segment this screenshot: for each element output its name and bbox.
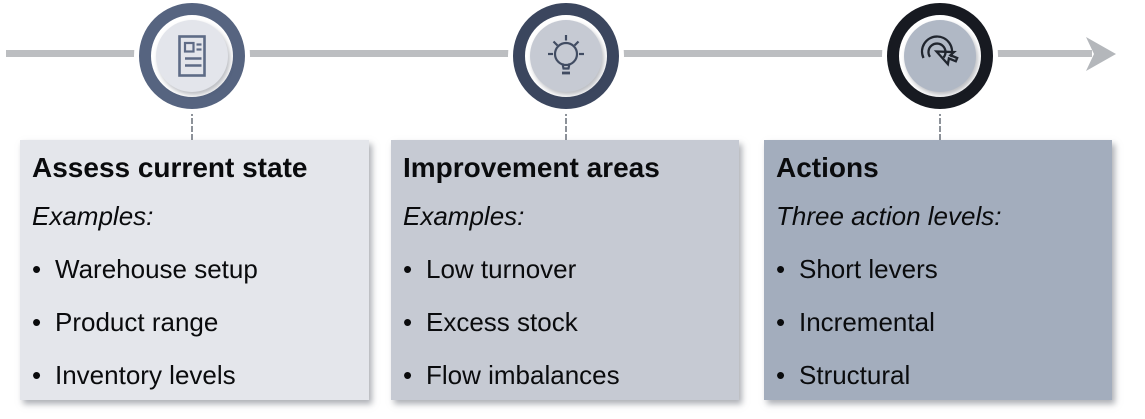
step3-subtitle: Three action levels: — [776, 201, 1002, 231]
step2-subtitle: Examples: — [403, 201, 525, 231]
list-item: • Warehouse setup — [32, 252, 357, 286]
step2-title: Improvement areas — [403, 152, 660, 183]
bullet-dot: • — [776, 254, 786, 284]
list-item: • Flow imbalances — [403, 358, 727, 392]
step3-connector — [939, 110, 941, 140]
list-item: • Structural — [776, 358, 1100, 392]
bullet-text: Low turnover — [426, 254, 577, 284]
bullet-text: Warehouse setup — [55, 254, 258, 284]
list-item: • Excess stock — [403, 305, 727, 339]
step2-card: Improvement areas Examples: • Low turnov… — [391, 140, 739, 400]
list-item: • Product range — [32, 305, 357, 339]
bullet-dot: • — [776, 307, 786, 337]
step3-node-inner — [904, 20, 976, 92]
bullet-text: Inventory levels — [55, 360, 236, 390]
step2-node-inner — [530, 20, 602, 92]
step1-subtitle: Examples: — [32, 201, 154, 231]
bullet-text: Short levers — [799, 254, 938, 284]
list-item: • Inventory levels — [32, 358, 357, 392]
document-report-icon — [178, 35, 206, 77]
bullet-dot: • — [403, 307, 413, 337]
bullet-dot: • — [403, 254, 413, 284]
bullet-text: Product range — [55, 307, 219, 337]
list-item: • Short levers — [776, 252, 1100, 286]
bullet-dot: • — [32, 307, 42, 337]
bullet-dot: • — [776, 360, 786, 390]
step1-node — [139, 3, 245, 109]
step3-node — [887, 3, 993, 109]
step1-title: Assess current state — [32, 152, 308, 183]
lightbulb-idea-icon — [548, 35, 584, 75]
bullet-dot: • — [403, 360, 413, 390]
step3-card: Actions Three action levels: • Short lev… — [764, 140, 1112, 400]
step1-node-inner — [156, 20, 228, 92]
list-item: • Low turnover — [403, 252, 727, 286]
bullet-dot: • — [32, 360, 42, 390]
bullet-text: Structural — [799, 360, 911, 390]
bullet-dot: • — [32, 254, 42, 284]
bullet-text: Flow imbalances — [426, 360, 620, 390]
bullet-text: Excess stock — [426, 307, 578, 337]
step2-node — [513, 3, 619, 109]
step1-connector — [191, 110, 193, 140]
list-item: • Incremental — [776, 305, 1100, 339]
step3-title: Actions — [776, 152, 879, 183]
arrowhead-icon — [1086, 37, 1116, 71]
cursor-click-icon — [920, 35, 959, 67]
step2-connector — [565, 110, 567, 140]
bullet-text: Incremental — [799, 307, 935, 337]
step1-card: Assess current state Examples: • Warehou… — [20, 140, 369, 400]
